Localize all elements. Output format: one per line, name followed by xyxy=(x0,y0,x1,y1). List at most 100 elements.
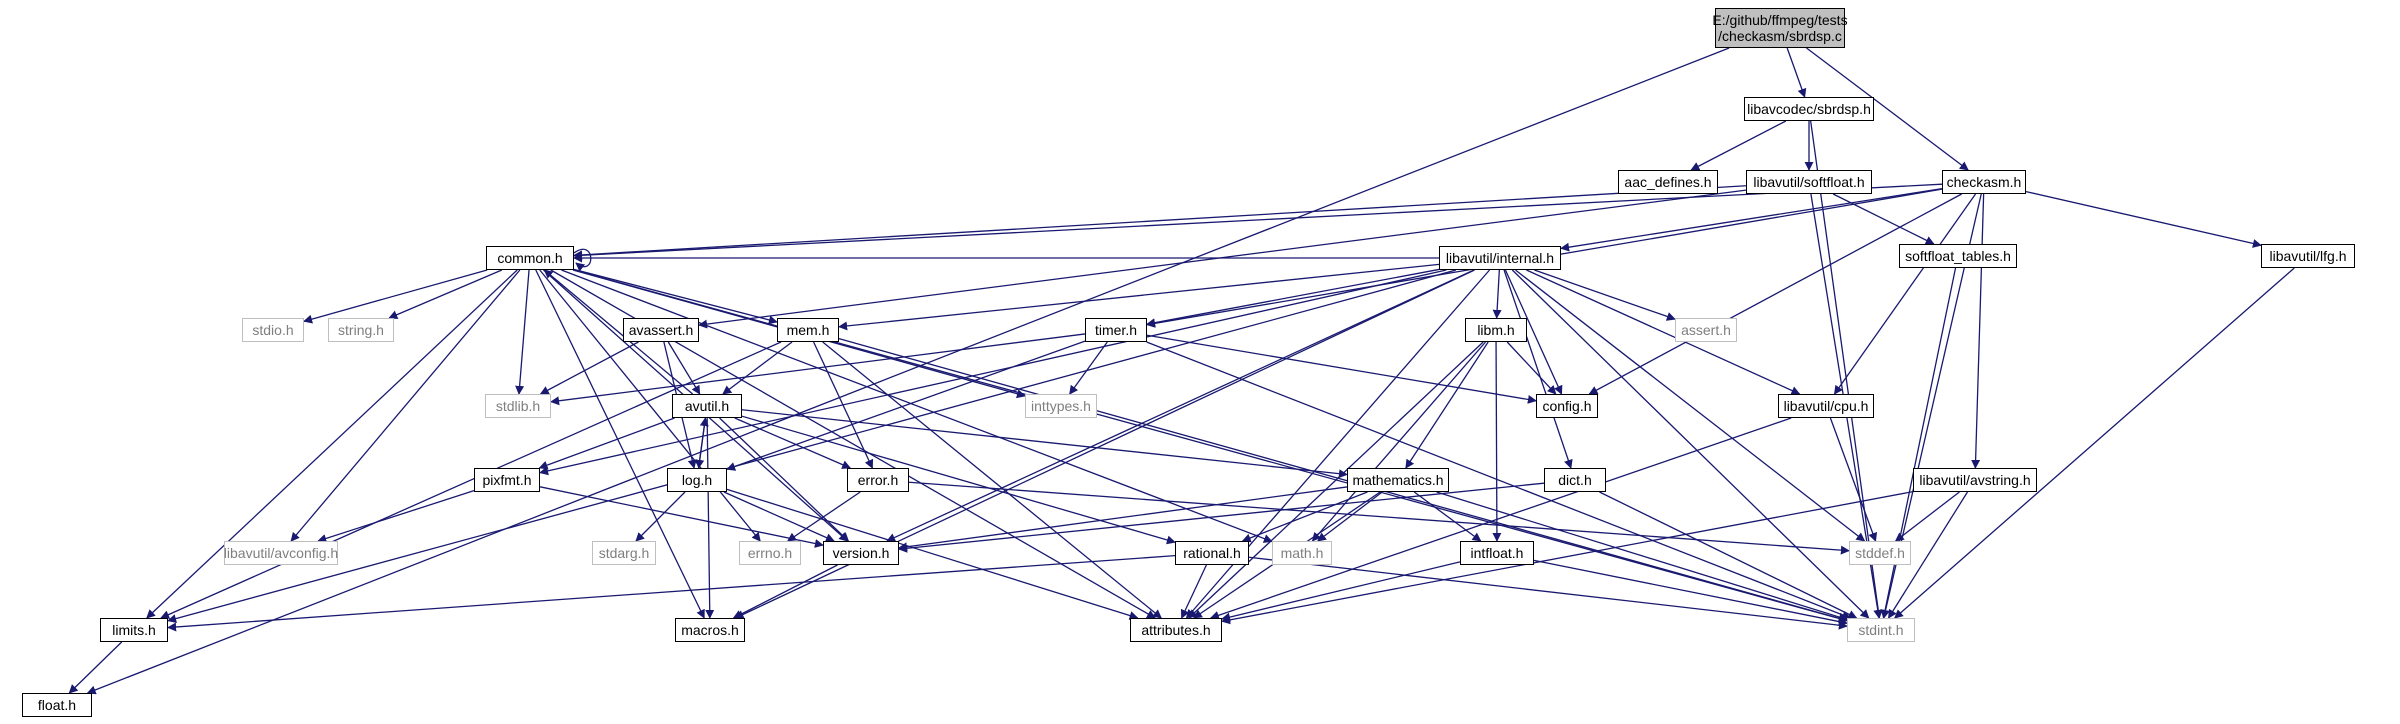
edge-rational_h-to-attributes_h xyxy=(1180,564,1207,619)
edge-common_h-to-math_h xyxy=(561,269,1273,543)
edge-limits_h-to-float_h xyxy=(68,641,123,694)
node-aac-defines-h[interactable]: aac_defines.h xyxy=(1618,170,1718,194)
node-intfloat-h[interactable]: intfloat.h xyxy=(1460,541,1534,565)
edge-internal_h-to-limits_h xyxy=(167,269,1457,623)
edge-sbrdsp_h-to-aac_defines_h xyxy=(1690,120,1787,171)
edge-softfloat_h-to-common_h xyxy=(573,185,1747,260)
node-softfloat-h[interactable]: libavutil/softfloat.h xyxy=(1746,170,1872,194)
edge-log_h-to-stdarg_h xyxy=(635,491,686,542)
edge-cpu_h-to-stddef_h xyxy=(1829,417,1878,542)
edge-internal_h-to-timer_h xyxy=(1146,268,1440,328)
edge-libm_h-to-mathematics_h xyxy=(1405,341,1489,469)
edge-avstring_h-to-attributes_h xyxy=(1221,491,1914,625)
edge-timer_h-to-log_h xyxy=(726,340,1086,471)
edge-avutil_h-to-macros_h xyxy=(705,417,715,619)
edge-common_h-to-macros_h xyxy=(535,269,705,619)
node-libm-h[interactable]: libm.h xyxy=(1465,318,1527,342)
edge-internal_h-to-libm_h xyxy=(1492,269,1502,319)
edge-avutil_h-to-mathematics_h xyxy=(741,409,1348,479)
edge-root-to-sbrdsp_h xyxy=(1786,47,1807,98)
edge-mem_h-to-avutil_h xyxy=(722,341,793,395)
edge-intfloat_h-to-attributes_h xyxy=(1221,561,1461,622)
node-rational-h[interactable]: rational.h xyxy=(1175,541,1249,565)
node-error-h[interactable]: error.h xyxy=(847,468,909,492)
node-config-h[interactable]: config.h xyxy=(1536,394,1598,418)
edge-mem_h-to-attributes_h xyxy=(822,341,1162,619)
edge-avassert_h-to-stdlib_h xyxy=(539,341,639,395)
edge-internal_h-to-dict_h xyxy=(1503,269,1573,469)
edge-internal_h-to-cpu_h xyxy=(1526,269,1801,395)
node-stdint-h: stdint.h xyxy=(1847,618,1915,642)
edge-pixfmt_h-to-version_h xyxy=(539,486,824,548)
edge-libm_h-to-intfloat_h xyxy=(1492,341,1502,542)
edge-root-to-float_h xyxy=(86,47,1730,695)
node-sbrdsp-h[interactable]: libavcodec/sbrdsp.h xyxy=(1744,97,1874,121)
edge-internal_h-to-stdint_h xyxy=(1511,269,1870,619)
edge-timer_h-to-stdlib_h xyxy=(550,333,1086,406)
edge-mathematics_h-to-rational_h xyxy=(1241,491,1368,543)
node-float-h[interactable]: float.h xyxy=(22,693,92,717)
edge-avstring_h-to-stdint_h xyxy=(1887,491,1969,619)
node-stdio-h: stdio.h xyxy=(242,318,304,342)
edge-log_h-to-avutil_h xyxy=(697,417,709,469)
edge-internal_h-to-config_h xyxy=(1504,269,1563,395)
edge-intfloat_h-to-stdint_h xyxy=(1533,559,1848,627)
node-attributes-h[interactable]: attributes.h xyxy=(1130,618,1222,642)
edge-checkasm_h-to-common_h xyxy=(573,183,1943,260)
edge-log_h-to-attributes_h xyxy=(726,488,1139,620)
edge-internal_h-to-mem_h xyxy=(838,263,1440,331)
node-avassert-h[interactable]: avassert.h xyxy=(623,318,699,342)
node-lfg-h[interactable]: libavutil/lfg.h xyxy=(2261,244,2355,268)
node-inttypes-h: inttypes.h xyxy=(1025,394,1097,418)
node-version-h[interactable]: version.h xyxy=(823,541,899,565)
edge-rational_h-to-stdint_h xyxy=(1248,556,1848,630)
node-assert-h: assert.h xyxy=(1675,318,1737,342)
edge-checkasm_h-to-avstring_h xyxy=(1971,193,1985,469)
edge-softfloat_h-to-softfloat_tables_h xyxy=(1832,193,1935,245)
node-mathematics-h[interactable]: mathematics.h xyxy=(1347,468,1449,492)
edge-libm_h-to-math_h xyxy=(1311,341,1487,542)
node-checkasm-h[interactable]: checkasm.h xyxy=(1942,170,2026,194)
edge-error_h-to-stddef_h xyxy=(908,481,1850,555)
edge-mathematics_h-to-intfloat_h xyxy=(1413,491,1482,542)
node-root: E:/github/ffmpeg/tests /checkasm/sbrdsp.… xyxy=(1712,8,1848,48)
edge-rational_h-to-limits_h xyxy=(167,554,1176,632)
edge-mem_h-to-stdint_h xyxy=(838,338,1848,623)
edge-mem_h-to-error_h xyxy=(813,341,874,469)
node-math-h: math.h xyxy=(1272,541,1332,565)
node-internal-h[interactable]: libavutil/internal.h xyxy=(1439,246,1561,270)
node-softfloat-tables-h[interactable]: softfloat_tables.h xyxy=(1899,244,2017,268)
edge-common_h-to-avconfig_h xyxy=(290,269,521,542)
node-dict-h[interactable]: dict.h xyxy=(1544,468,1606,492)
edge-avutil_h-to-pixfmt_h xyxy=(538,417,675,470)
node-macros-h[interactable]: macros.h xyxy=(675,618,745,642)
node-limits-h[interactable]: limits.h xyxy=(100,618,168,642)
edge-internal_h-to-version_h xyxy=(886,269,1475,542)
edge-checkasm_h-to-cpu_h xyxy=(1833,193,1977,395)
node-common-h[interactable]: common.h xyxy=(486,246,574,270)
node-avconfig-h: libavutil/avconfig.h xyxy=(224,541,338,565)
node-avstring-h[interactable]: libavutil/avstring.h xyxy=(1913,468,2037,492)
edge-softfloat_tables_h-to-stdint_h xyxy=(1880,267,1957,619)
edge-error_h-to-errno_h xyxy=(787,491,861,542)
edge-checkasm_h-to-internal_h xyxy=(1560,187,1943,252)
edge-timer_h-to-config_h xyxy=(1146,334,1537,404)
node-timer-h[interactable]: timer.h xyxy=(1085,318,1147,342)
node-mem-h[interactable]: mem.h xyxy=(777,318,839,342)
node-string-h: string.h xyxy=(328,318,394,342)
edge-common_h-to-stdio_h xyxy=(303,269,488,324)
node-avutil-h[interactable]: avutil.h xyxy=(672,394,742,418)
edge-root-to-checkasm_h xyxy=(1806,47,1969,171)
node-pixfmt-h[interactable]: pixfmt.h xyxy=(474,468,540,492)
edge-sbrdsp_h-to-stdint_h xyxy=(1810,120,1883,619)
node-cpu-h[interactable]: libavutil/cpu.h xyxy=(1778,394,1874,418)
edge-dict_h-to-stdint_h xyxy=(1599,491,1858,619)
edge-common_h-to-limits_h xyxy=(146,269,518,619)
edge-common_h-to-stdlib_h xyxy=(515,269,530,395)
edge-common_h-to-mem_h xyxy=(573,268,778,325)
edge-avutil_h-to-common_h xyxy=(543,269,694,395)
edge-dict_h-to-version_h xyxy=(898,482,1545,553)
node-log-h[interactable]: log.h xyxy=(667,468,727,492)
edge-mem_h-to-limits_h xyxy=(160,341,782,619)
